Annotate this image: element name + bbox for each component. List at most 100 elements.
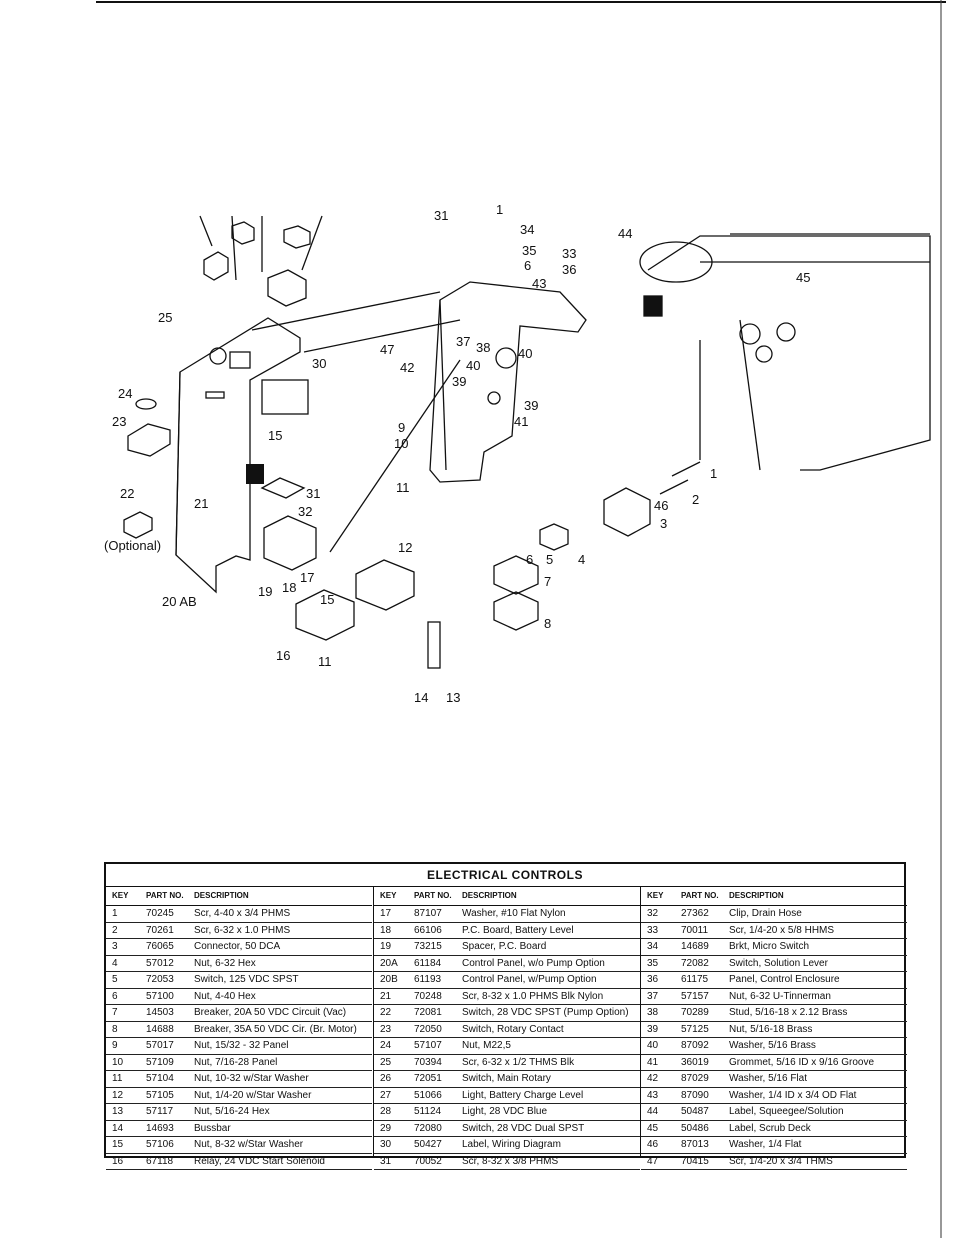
connector-3 — [603, 487, 651, 537]
top-rule — [96, 1, 946, 3]
switch-29 — [267, 269, 307, 307]
callout-13: 13 — [446, 690, 460, 705]
callout-30: 30 — [312, 356, 326, 371]
callout-42: 42 — [400, 360, 414, 375]
bussbar-14 — [427, 621, 441, 669]
callout-6: 6 — [524, 258, 531, 273]
callout-23: 23 — [112, 414, 126, 429]
panel-slot — [205, 391, 225, 399]
callout-21: 21 — [194, 496, 208, 511]
callout-11b: 11 — [318, 654, 332, 669]
callout-4: 4 — [578, 552, 585, 567]
table-title: ELECTRICAL CONTROLS — [106, 864, 904, 887]
callout-37: 37 — [456, 334, 470, 349]
machine-body — [647, 235, 931, 471]
optional-label: (Optional) — [104, 538, 161, 553]
callout-32: 32 — [298, 504, 312, 519]
squeegee-label-44 — [639, 241, 713, 283]
breaker-8 — [493, 591, 539, 631]
switch-28 — [283, 225, 311, 249]
callout-31b: 31 — [306, 486, 320, 501]
relay-16 — [295, 589, 355, 641]
callout-5: 5 — [546, 552, 553, 567]
callout-47: 47 — [380, 342, 394, 357]
callout-19: 19 — [258, 584, 272, 599]
callout-34: 34 — [520, 222, 534, 237]
callout-40: 40 — [518, 346, 532, 361]
page-edge — [940, 0, 942, 1238]
callout-17: 17 — [300, 570, 314, 585]
callout-15b: 15 — [320, 592, 334, 607]
callout-40b: 40 — [466, 358, 480, 373]
breaker-7 — [493, 555, 539, 595]
bracket-31 — [260, 477, 306, 499]
callout-11: 11 — [396, 480, 410, 495]
callout-18: 18 — [282, 580, 296, 595]
callout-12: 12 — [398, 540, 412, 555]
view-marker-a — [643, 295, 663, 317]
switch-5 — [539, 523, 569, 551]
callout-31: 31 — [434, 208, 448, 223]
header-part: PART NO. — [414, 891, 452, 900]
label-30 — [261, 379, 309, 415]
nut-24 — [135, 398, 157, 410]
diagram-callouts: 1 31 34 35 6 33 36 43 44 45 25 47 42 30 … — [104, 202, 810, 705]
callout-1b: 1 — [710, 466, 717, 481]
callout-9: 9 — [398, 420, 405, 435]
header-desc: DESCRIPTION — [729, 891, 784, 900]
column-header: KEY PART NO. DESCRIPTION — [106, 887, 372, 906]
header-desc: DESCRIPTION — [194, 891, 249, 900]
callout-41: 41 — [514, 414, 528, 429]
callout-38: 38 — [476, 340, 490, 355]
callout-44: 44 — [618, 226, 632, 241]
control-panel-20 — [175, 317, 301, 594]
column-header: KEY PART NO. DESCRIPTION — [374, 887, 640, 906]
callout-7: 7 — [544, 574, 551, 589]
callout-14: 14 — [414, 690, 428, 705]
callout-8: 8 — [544, 616, 551, 631]
header-part: PART NO. — [146, 891, 184, 900]
column-header: KEY PART NO. DESCRIPTION — [641, 887, 907, 906]
header-key: KEY — [647, 891, 664, 900]
callout-10: 10 — [394, 436, 408, 451]
view-marker-b — [246, 464, 264, 484]
callout-6b: 6 — [526, 552, 533, 567]
header-part: PART NO. — [681, 891, 719, 900]
rotary-switch-23 — [127, 423, 171, 457]
callout-45: 45 — [796, 270, 810, 285]
